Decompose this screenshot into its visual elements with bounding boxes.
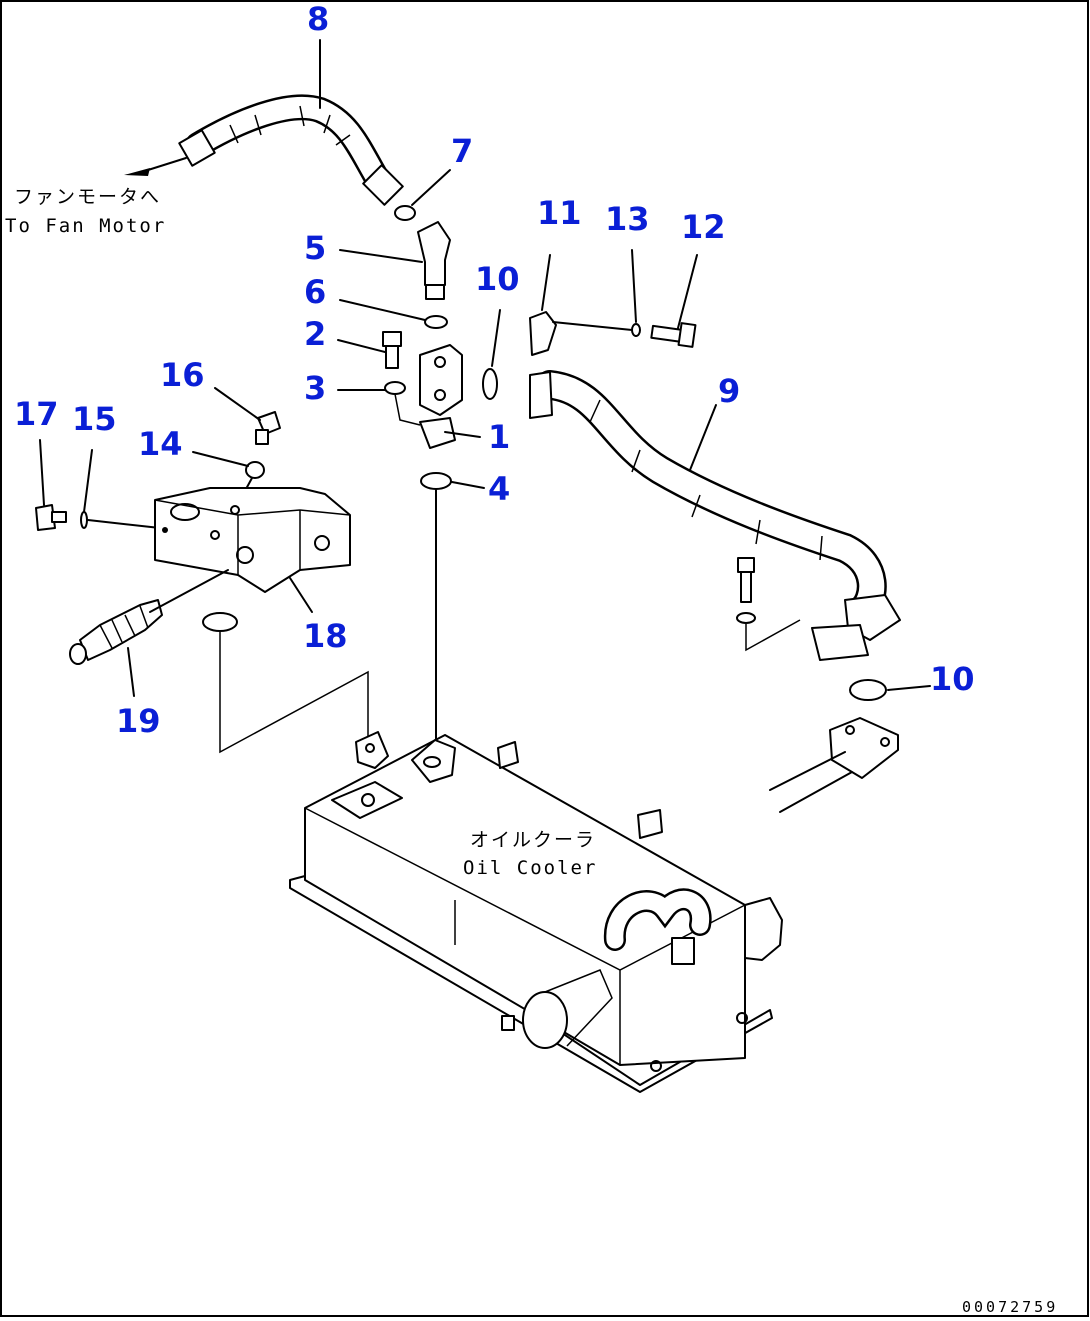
sensor-part-19 xyxy=(69,569,229,697)
o-ring-part-10-lower xyxy=(849,679,887,701)
hose-part-9 xyxy=(529,370,901,641)
plug-part-14 xyxy=(245,461,265,479)
callout-19: 19 xyxy=(116,702,161,740)
washer-part-3 xyxy=(384,381,406,395)
callout-17: 17 xyxy=(14,395,59,433)
callout-12: 12 xyxy=(681,208,726,246)
callout-5: 5 xyxy=(304,229,326,267)
screw-part-17 xyxy=(35,439,67,531)
o-ring-part-7 xyxy=(394,205,416,221)
callout-10-upper: 10 xyxy=(475,260,520,298)
callout-15: 15 xyxy=(72,400,117,438)
callout-8: 8 xyxy=(307,0,329,38)
o-ring-manifold xyxy=(202,612,238,632)
elbow-fitting-part-5 xyxy=(339,221,451,300)
callout-18: 18 xyxy=(303,617,348,655)
bolt-part-12 xyxy=(650,254,698,348)
callout-6: 6 xyxy=(304,273,326,311)
o-ring-part-15 xyxy=(80,511,88,529)
callout-1: 1 xyxy=(488,418,510,456)
bolt-part-2 xyxy=(337,331,402,369)
fan-motor-label-jp: ファンモータへ xyxy=(14,186,161,208)
oil-cooler xyxy=(289,731,783,1093)
manifold-part-18 xyxy=(154,487,351,613)
oil-cooler-label-en: Oil Cooler xyxy=(463,857,597,879)
lower-pipe-flange xyxy=(769,717,899,813)
drawing-number: 00072759 xyxy=(962,1298,1058,1316)
hose-part-8 xyxy=(124,39,404,206)
callout-3: 3 xyxy=(304,369,326,407)
o-ring-part-4 xyxy=(420,472,452,490)
callout-13: 13 xyxy=(605,200,650,238)
o-ring-part-6 xyxy=(424,315,448,329)
oil-cooler-label-jp: オイルクーラ xyxy=(470,829,596,851)
callout-9: 9 xyxy=(718,372,740,410)
clamp-part-11 xyxy=(529,311,557,356)
fan-motor-label-en: To Fan Motor xyxy=(5,215,166,237)
callout-2: 2 xyxy=(304,315,326,353)
fitting-part-16 xyxy=(214,387,281,445)
callout-10-lower: 10 xyxy=(930,660,975,698)
block-part-1 xyxy=(419,344,481,449)
callout-11: 11 xyxy=(537,194,582,232)
flange-bolt-assembly xyxy=(736,557,869,661)
callout-4: 4 xyxy=(488,470,510,508)
washer-part-13 xyxy=(631,323,641,337)
callout-7: 7 xyxy=(451,132,473,170)
callout-14: 14 xyxy=(138,425,183,463)
o-ring-part-10-upper xyxy=(482,368,498,400)
callout-16: 16 xyxy=(160,356,205,394)
